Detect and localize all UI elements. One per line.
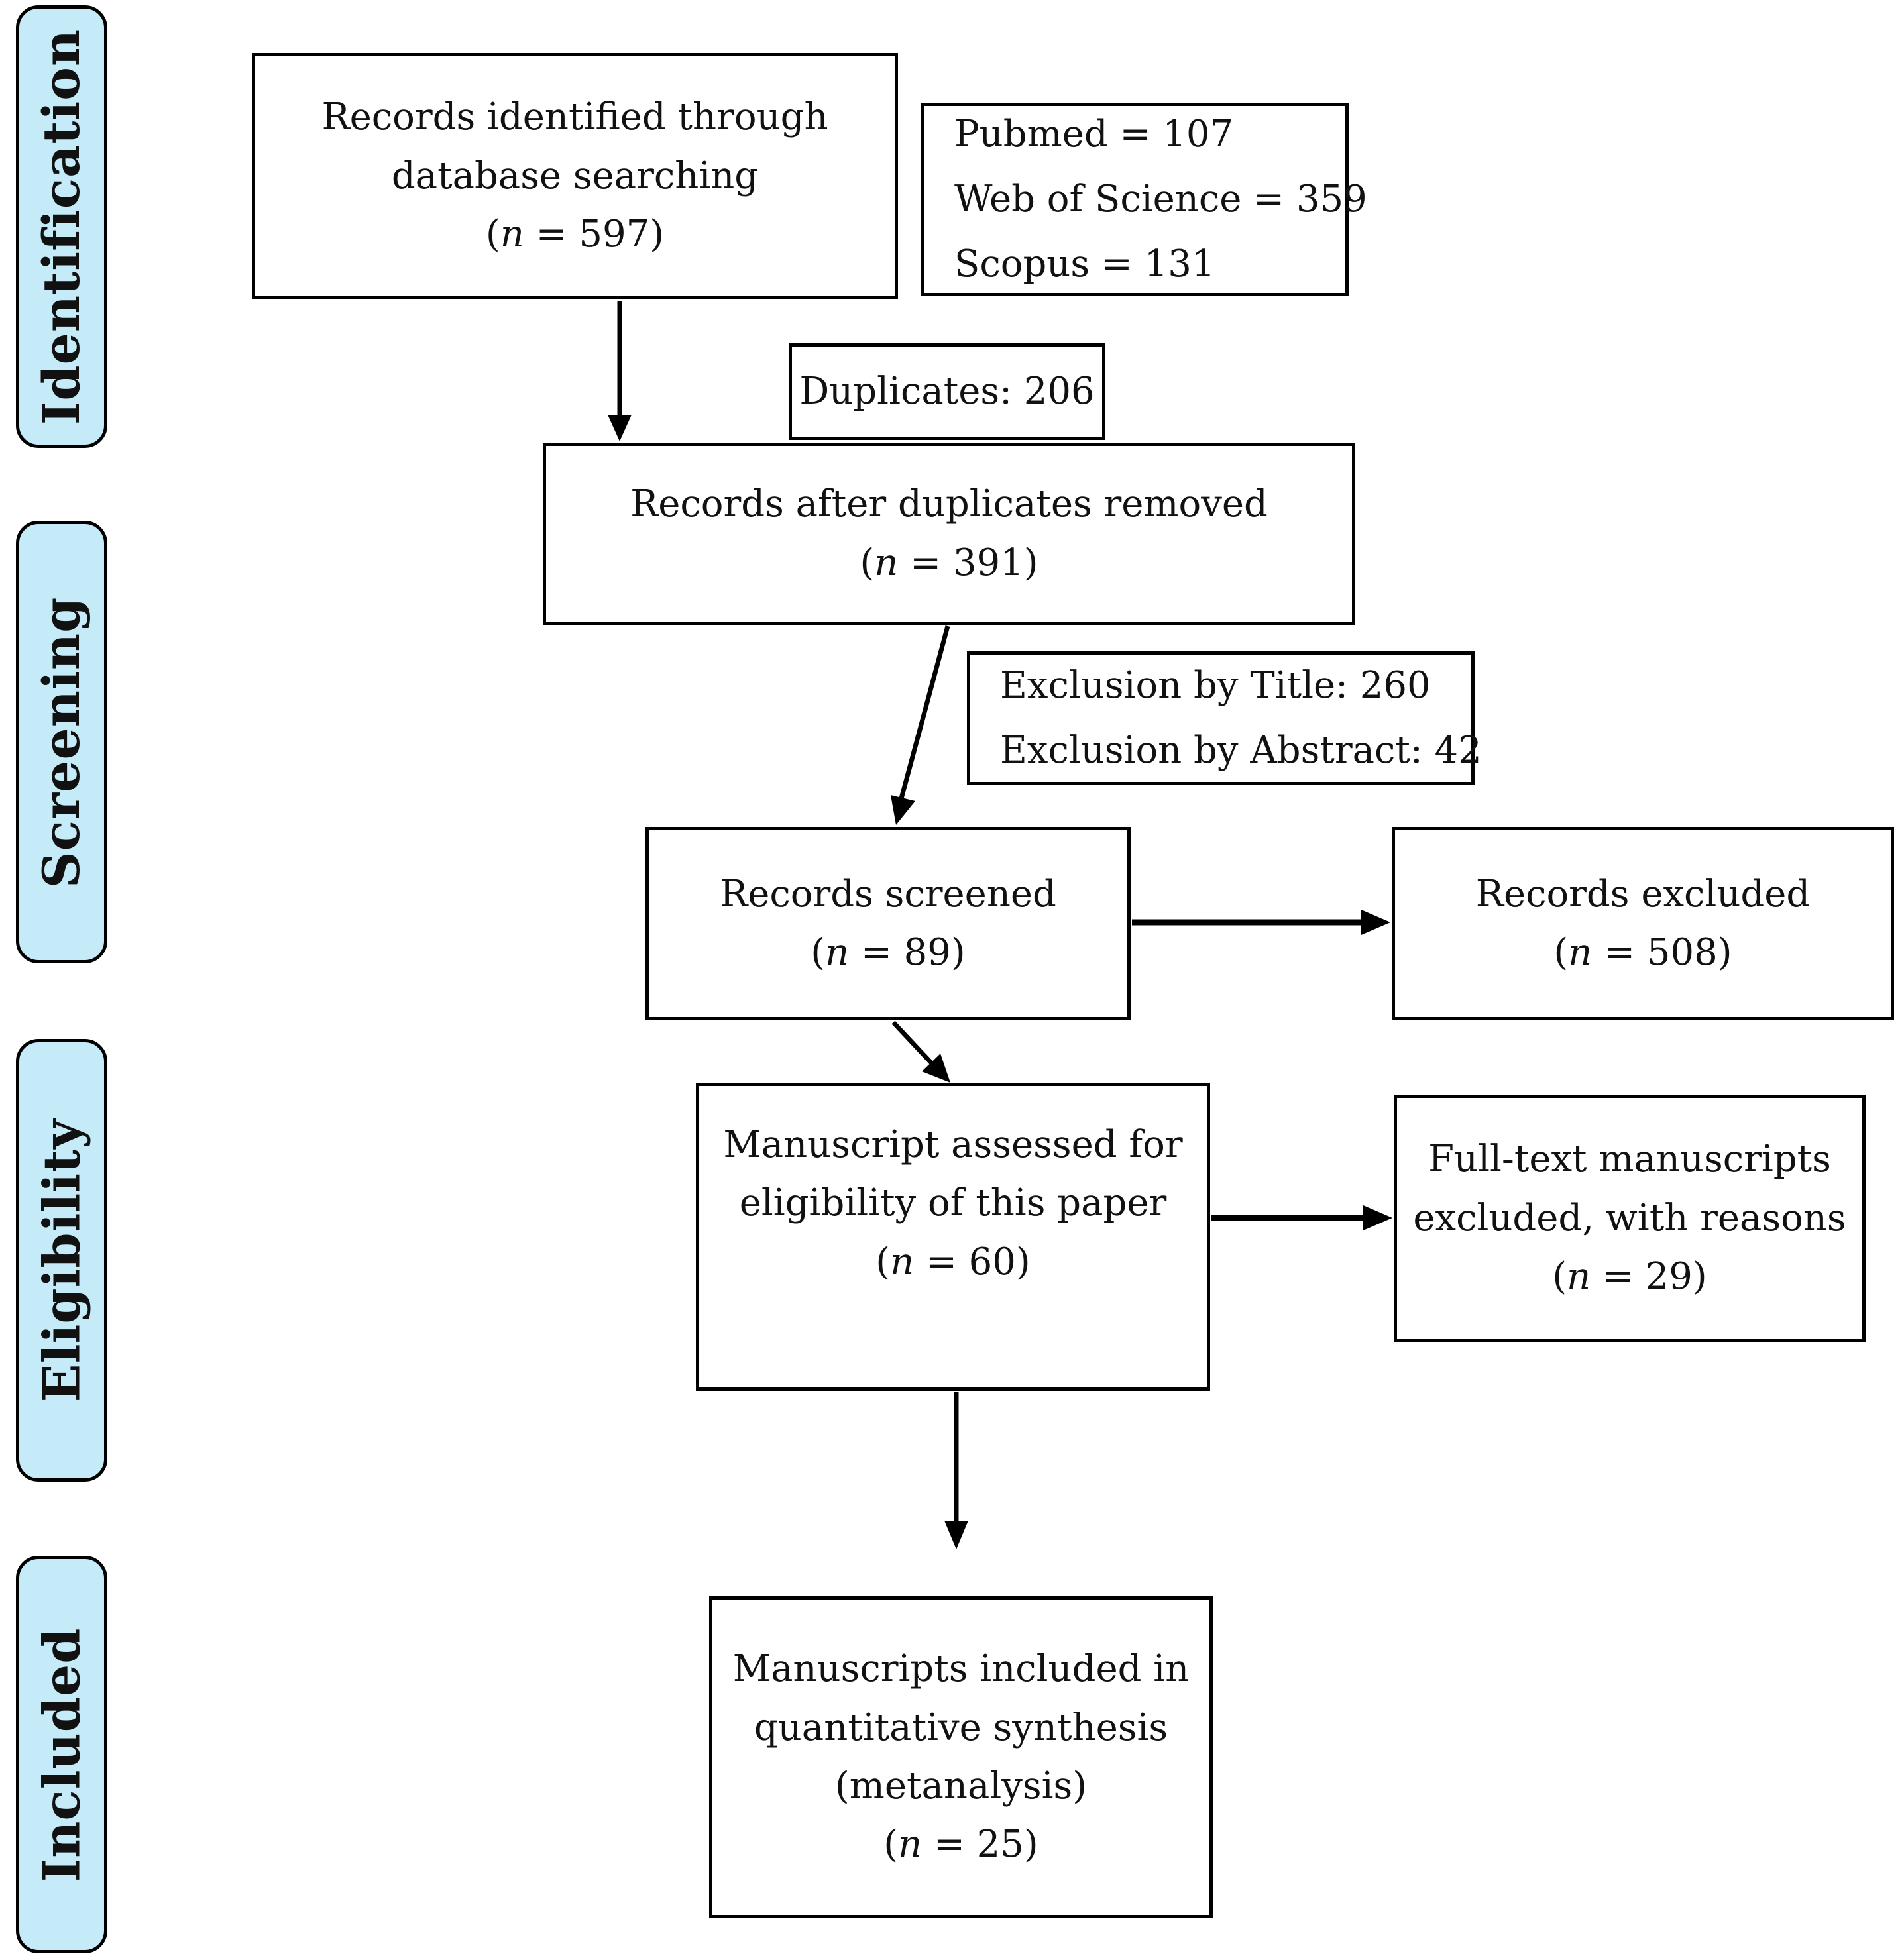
box-duplicates: Duplicates: 206: [789, 343, 1105, 440]
box-text-line: database searching: [391, 154, 759, 197]
arrow-screened-to-excluded: [1132, 910, 1390, 935]
box-text-line: Records excluded: [1475, 872, 1811, 916]
box-text-line: Full-text manuscripts: [1428, 1138, 1831, 1181]
stage-label-eligibility: Eligibility: [16, 1039, 107, 1482]
box-records-identified: Records identified through database sear…: [252, 53, 898, 299]
box-records-screened: Records screened (n = 89): [645, 827, 1131, 1020]
box-records-after-duplicates: Records after duplicates removed (n = 39…: [543, 443, 1355, 625]
stage-label-included: Included: [16, 1556, 107, 1953]
box-text-line: eligibility of this paper: [739, 1181, 1167, 1225]
stage-label-screening: Screening: [16, 521, 107, 963]
box-text-line: Exclusion by Title: 260: [1000, 664, 1431, 707]
box-database-sources: Pubmed = 107 Web of Science = 359 Scopus…: [921, 103, 1367, 296]
box-text-line: Pubmed = 107: [954, 113, 1234, 156]
stage-label-identification: Identification: [16, 5, 107, 448]
count-line: (n = 508): [1553, 931, 1732, 974]
box-text-line: Web of Science = 359: [954, 178, 1367, 221]
box-text-line: Records screened: [720, 872, 1056, 916]
box-manuscripts-included: Manuscripts included in quantitative syn…: [709, 1596, 1213, 1918]
count-line: (n = 597): [485, 213, 665, 256]
count-line: (n = 29): [1552, 1255, 1707, 1299]
arrow-after-duplicates-to-screened: [891, 625, 950, 825]
count-line: (n = 60): [875, 1240, 1031, 1283]
box-fulltext-excluded: Full-text manuscripts excluded, with rea…: [1394, 1095, 1866, 1342]
arrow-assessed-to-included: [944, 1392, 968, 1549]
stage-label-text: Identification: [32, 28, 91, 425]
count-line: (n = 25): [883, 1823, 1038, 1867]
stage-label-text: Included: [32, 1627, 91, 1882]
box-text-line: Records after duplicates removed: [630, 482, 1268, 526]
stage-label-text: Screening: [32, 596, 91, 888]
box-text-line: Exclusion by Abstract: 42: [1000, 729, 1482, 772]
box-text-line: Records identified through: [321, 95, 828, 139]
box-text-line: quantitative synthesis: [754, 1706, 1168, 1749]
arrow-assessed-to-fulltext-excluded: [1211, 1205, 1392, 1230]
box-records-excluded: Records excluded (n = 508): [1392, 827, 1894, 1020]
count-line: (n = 391): [860, 541, 1038, 584]
box-text-line: Duplicates: 206: [799, 369, 1095, 413]
arrow-screened-to-assessed: [891, 1020, 950, 1083]
box-text-line: Manuscripts included in: [732, 1647, 1190, 1691]
arrow-identified-to-after-duplicates: [608, 301, 632, 441]
count-line: (n = 89): [811, 931, 966, 974]
box-text-line: Manuscript assessed for: [723, 1122, 1183, 1166]
box-text-line: Scopus = 131: [954, 243, 1215, 286]
box-text-line: (metanalysis): [834, 1765, 1088, 1808]
box-exclusion-reasons: Exclusion by Title: 260 Exclusion by Abs…: [967, 651, 1482, 785]
box-text-line: excluded, with reasons: [1413, 1196, 1846, 1240]
stage-label-text: Eligibility: [32, 1118, 91, 1402]
box-manuscript-assessed: Manuscript assessed for eligibility of t…: [696, 1083, 1210, 1391]
